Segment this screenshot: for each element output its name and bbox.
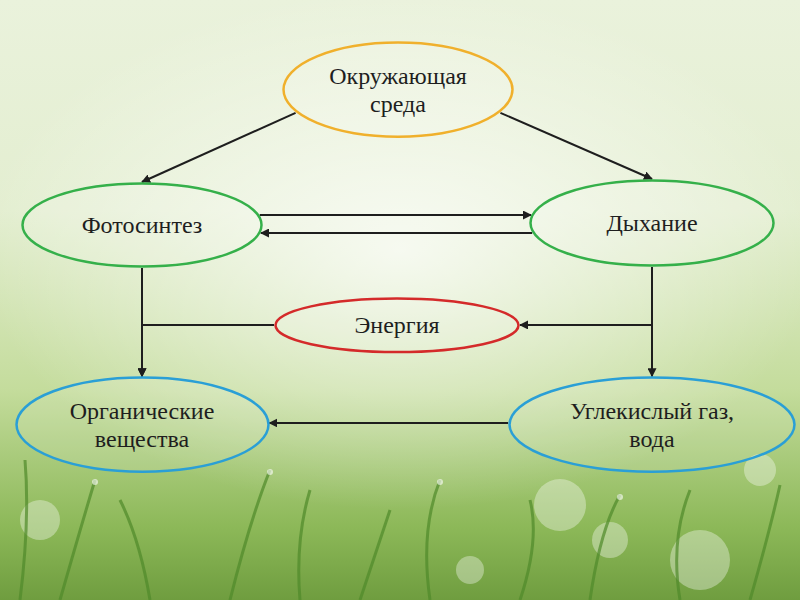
process-ellipse: Дыхание — [529, 179, 775, 267]
process-ellipse: Органические вещества — [15, 376, 270, 473]
arrow-connector — [269, 422, 508, 424]
arrow-connector — [260, 214, 531, 216]
node-label: Окружающая среда — [323, 62, 473, 118]
ellipse-shape — [510, 378, 795, 472]
bokeh — [20, 454, 776, 590]
arrow-connector — [520, 267, 652, 325]
arrow-connector — [261, 232, 532, 234]
ellipse-outline — [15, 376, 270, 473]
process-ellipse: Энергия — [274, 297, 520, 354]
process-ellipse: Окружающая среда — [282, 41, 514, 138]
process-ellipse: Фотосинтез — [21, 182, 263, 268]
ellipse-outline — [508, 376, 796, 473]
node-label: Углекислый газ, вода — [552, 397, 752, 453]
ellipse-shape — [16, 378, 268, 472]
arrow-connector — [500, 113, 652, 179]
process-ellipse: Углекислый газ, вода — [508, 376, 796, 473]
dew-drops — [92, 469, 623, 500]
node-label: Дыхание — [606, 209, 697, 237]
node-label: Энергия — [354, 311, 439, 339]
node-label: Органические вещества — [55, 397, 230, 453]
ellipse-shape — [23, 184, 262, 267]
ellipse-outline — [282, 41, 514, 138]
grass-blades — [20, 460, 780, 600]
node-label: Фотосинтез — [82, 211, 203, 239]
arrow-connector — [142, 113, 296, 182]
arrow-connector — [142, 325, 274, 376]
ellipse-shape — [531, 181, 774, 266]
ellipse-shape — [276, 298, 519, 352]
ellipse-shape — [284, 43, 513, 137]
